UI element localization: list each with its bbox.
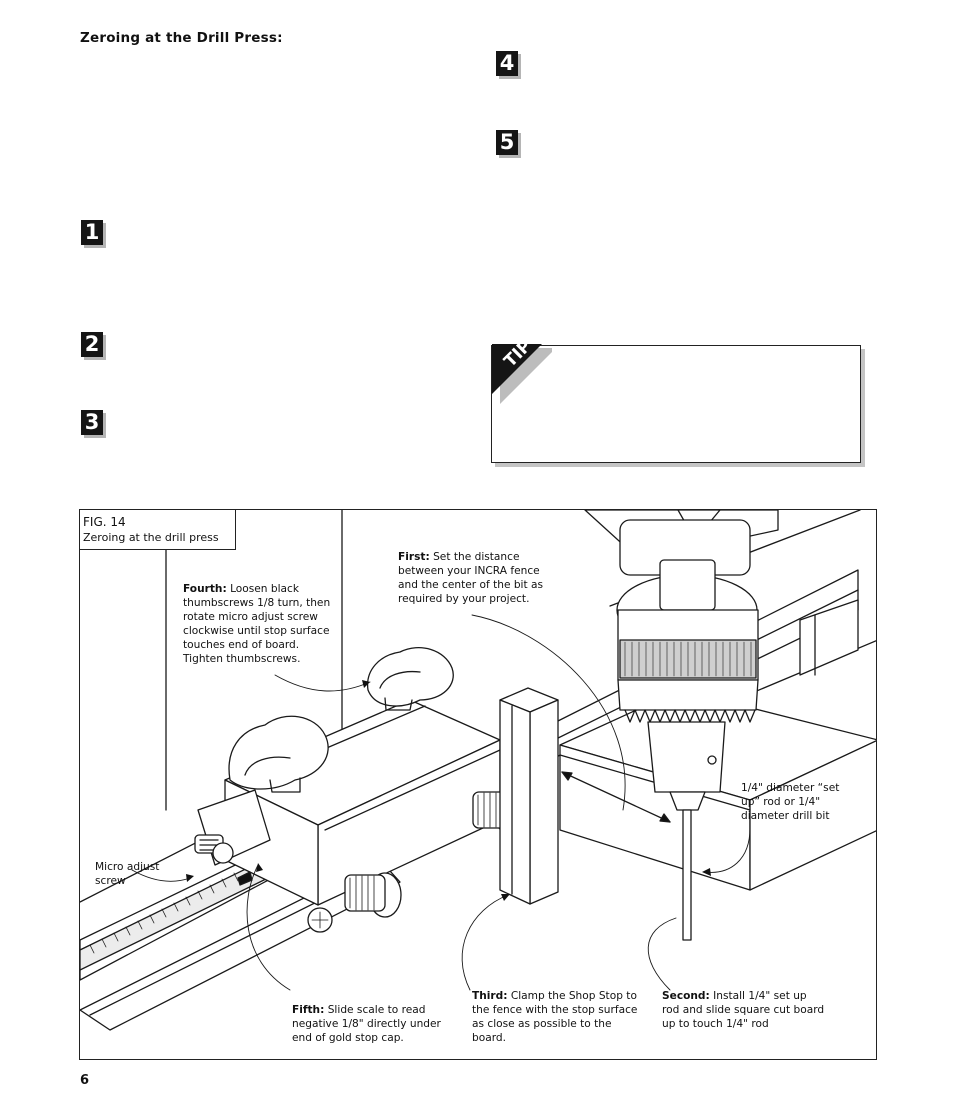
callout-first-text: Set the distance between your INCRA fenc… <box>398 551 544 605</box>
step-5-badge: 5 <box>496 130 518 155</box>
callout-second: Second: Install 1/4" set up rod and slid… <box>662 989 827 1031</box>
callout-fifth-text: Slide scale to read negative 1/8" direct… <box>292 1004 441 1044</box>
callout-fifth: Fifth: Slide scale to read negative 1/8"… <box>292 1003 457 1045</box>
tip-flag-icon: TIP <box>492 344 552 404</box>
step-3-badge: 3 <box>81 410 103 435</box>
callout-first: First: Set the distance between your INC… <box>398 550 548 606</box>
callout-micro-adjust-text: Micro adjust screw <box>95 861 160 887</box>
figure-label: FIG. 14 Zeroing at the drill press <box>80 510 236 550</box>
callout-second-label: Second: <box>662 990 710 1002</box>
figure-number: FIG. 14 <box>83 515 126 529</box>
figure-14: FIG. 14 Zeroing at the drill press First… <box>79 509 877 1060</box>
callout-fourth-label: Fourth: <box>183 583 227 595</box>
callout-third-label: Third: <box>472 990 508 1002</box>
callout-first-label: First: <box>398 551 430 563</box>
callout-fourth-text: Loosen black thumbscrews 1/8 turn, then … <box>183 583 331 665</box>
step-1-badge: 1 <box>81 220 103 245</box>
page-number: 6 <box>80 1073 90 1088</box>
step-4-badge: 4 <box>496 51 518 76</box>
callout-fourth: Fourth: Loosen black thumbscrews 1/8 tur… <box>183 582 333 666</box>
callout-third-text: Clamp the Shop Stop to the fence with th… <box>472 990 638 1044</box>
drill-press-illustration <box>80 510 876 1031</box>
callout-second-text: Install 1/4" set up rod and slide square… <box>662 990 825 1030</box>
figure-caption: Zeroing at the drill press <box>83 531 219 544</box>
tip-box: TIP <box>491 344 861 463</box>
section-heading: Zeroing at the Drill Press: <box>80 30 283 46</box>
callout-third: Third: Clamp the Shop Stop to the fence … <box>472 989 640 1045</box>
callout-micro-adjust: Micro adjust screw <box>95 860 177 888</box>
callout-fifth-label: Fifth: <box>292 1004 325 1016</box>
step-2-badge: 2 <box>81 332 103 357</box>
callout-rod-text: 1/4" diameter “set up” rod or 1/4" diame… <box>741 782 840 822</box>
callout-rod: 1/4" diameter “set up” rod or 1/4" diame… <box>741 781 861 823</box>
